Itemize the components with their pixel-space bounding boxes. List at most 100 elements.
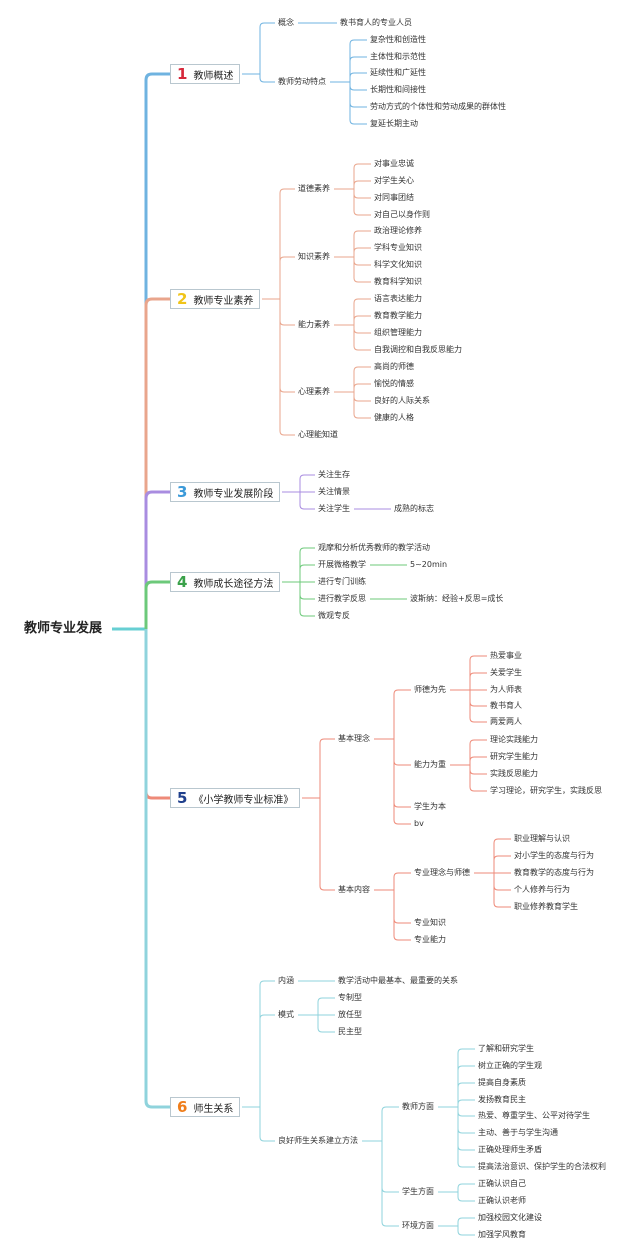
detail-item[interactable]: 能力为重 [414,760,446,769]
detail-item[interactable]: 对自己以身作则 [374,210,430,219]
subtopic[interactable]: 概念 [278,18,294,27]
leaf-item[interactable]: 树立正确的学生观 [478,1061,542,1070]
detail-item[interactable]: 教师方面 [402,1102,434,1111]
detail-item[interactable]: 愉悦的情感 [374,379,414,388]
subtopic[interactable]: 进行专门训练 [318,577,366,586]
detail-item[interactable]: 专业能力 [414,935,446,944]
subtopic[interactable]: 关注情景 [318,487,350,496]
leaf-item[interactable]: 热爱事业 [490,651,522,660]
detail-item[interactable]: 高尚的师德 [374,362,414,371]
leaf-item[interactable]: 教育教学的态度与行为 [514,868,594,877]
leaf-item[interactable]: 主动、善于与学生沟通 [478,1128,558,1137]
leaf-item[interactable]: 理论实践能力 [490,735,538,744]
subtopic[interactable]: 模式 [278,1010,294,1019]
detail-item[interactable]: 教学活动中最基本、最重要的关系 [338,976,458,985]
detail-item[interactable]: 复延长期主动 [370,119,418,128]
subtopic[interactable]: 道德素养 [298,184,330,193]
leaf-item[interactable]: 学习理论，研究学生，实践反思 [490,786,602,795]
leaf-item[interactable]: 教书育人 [490,701,522,710]
detail-item[interactable]: 专业知识 [414,918,446,927]
detail-item[interactable]: 专制型 [338,993,362,1002]
leaf-item[interactable]: 了解和研究学生 [478,1044,534,1053]
leaf-item[interactable]: 正确认识自己 [478,1179,526,1188]
detail-item[interactable]: 成熟的标志 [394,504,434,513]
detail-item[interactable]: 学生为本 [414,802,446,811]
leaf-item[interactable]: 两爱两人 [490,717,522,726]
leaf-item[interactable]: 发扬教育民主 [478,1095,526,1104]
leaf-item[interactable]: 提高自身素质 [478,1078,526,1087]
subtopic[interactable]: 良好师生关系建立方法 [278,1136,358,1145]
detail-item[interactable]: 对事业忠诚 [374,159,414,168]
subtopic[interactable]: 能力素养 [298,320,330,329]
detail-item[interactable]: 复杂性和创造性 [370,35,426,44]
detail-item[interactable]: 政治理论修养 [374,226,422,235]
detail-item[interactable]: 语言表达能力 [374,294,422,303]
detail-item[interactable]: 良好的人际关系 [374,396,430,405]
leaf-item[interactable]: 实践反思能力 [490,769,538,778]
subtopic[interactable]: 观摩和分析优秀教师的教学活动 [318,543,430,552]
detail-item[interactable]: 师德为先 [414,685,446,694]
leaf-item[interactable]: 加强学风教育 [478,1230,526,1239]
subtopic[interactable]: 基本理念 [338,734,370,743]
root-topic[interactable]: 教师专业发展 [24,621,103,636]
subtopic[interactable]: 心理能知道 [298,430,338,439]
detail-item[interactable]: 延续性和广延性 [370,68,426,77]
leaf-item[interactable]: 对小学生的态度与行为 [514,851,594,860]
branch-label: 《小学教师专业标准》 [193,794,294,806]
detail-item[interactable]: 对学生关心 [374,176,414,185]
subtopic[interactable]: 教师劳动特点 [278,77,326,86]
detail-item[interactable]: bv [414,819,424,828]
leaf-item[interactable]: 提高法治意识、保护学生的合法权利 [478,1162,606,1171]
connector-line [374,872,411,891]
subtopic[interactable]: 心理素养 [298,387,330,396]
detail-item[interactable]: 学科专业知识 [374,243,422,252]
subtopic[interactable]: 关注学生 [318,504,350,513]
leaf-item[interactable]: 正确处理师生矛盾 [478,1145,542,1154]
detail-item[interactable]: 组织管理能力 [374,328,422,337]
detail-item[interactable]: 劳动方式的个体性和劳动成果的群体性 [370,102,506,111]
detail-item[interactable]: 教书育人的专业人员 [340,18,412,27]
detail-item[interactable]: 教育科学知识 [374,277,422,286]
subtopic[interactable]: 开展微格教学 [318,560,366,569]
detail-item[interactable]: 学生方面 [402,1187,434,1196]
connector-line [330,81,367,125]
branch-number: 1 [177,65,188,83]
detail-item[interactable]: 对同事团结 [374,193,414,202]
subtopic[interactable]: 内涵 [278,976,294,985]
detail-item[interactable]: 自我调控和自我反思能力 [374,345,462,354]
leaf-item[interactable]: 研究学生能力 [490,752,538,761]
detail-item[interactable]: 环境方面 [402,1221,434,1230]
detail-item[interactable]: 放任型 [338,1010,362,1019]
detail-item[interactable]: 教育教学能力 [374,311,422,320]
leaf-item[interactable]: 职业修养教育学生 [514,902,578,911]
branch-number: 3 [177,483,188,501]
detail-item[interactable]: 波斯纳：经验+反思=成长 [410,594,504,603]
connector-line [438,1191,475,1202]
detail-item[interactable]: 民主型 [338,1027,362,1036]
connector-line [450,756,487,766]
leaf-item[interactable]: 关爱学生 [490,668,522,677]
leaf-item[interactable]: 正确认识老师 [478,1196,526,1205]
leaf-item[interactable]: 加强校园文化建设 [478,1213,542,1222]
detail-item[interactable]: 5~20min [410,560,448,569]
detail-item[interactable]: 健康的人格 [374,413,414,422]
subtopic[interactable]: 基本内容 [338,885,370,894]
subtopic[interactable]: 微观专反 [318,611,350,620]
subtopic[interactable]: 关注生存 [318,470,350,479]
detail-item[interactable]: 长期性和间接性 [370,85,426,94]
leaf-item[interactable]: 个人修养与行为 [514,885,570,894]
detail-item[interactable]: 专业理念与师德 [414,868,470,877]
branch-topic-5[interactable]: 5《小学教师专业标准》 [170,788,301,808]
subtopic[interactable]: 知识素养 [298,252,330,261]
leaf-item[interactable]: 职业理解与认识 [514,834,570,843]
leaf-item[interactable]: 热爱、尊重学生、公平对待学生 [478,1111,590,1120]
leaf-item[interactable]: 为人师表 [490,685,522,694]
detail-item[interactable]: 科学文化知识 [374,260,422,269]
detail-item[interactable]: 主体性和示范性 [370,52,426,61]
subtopic[interactable]: 进行教学反思 [318,594,366,603]
